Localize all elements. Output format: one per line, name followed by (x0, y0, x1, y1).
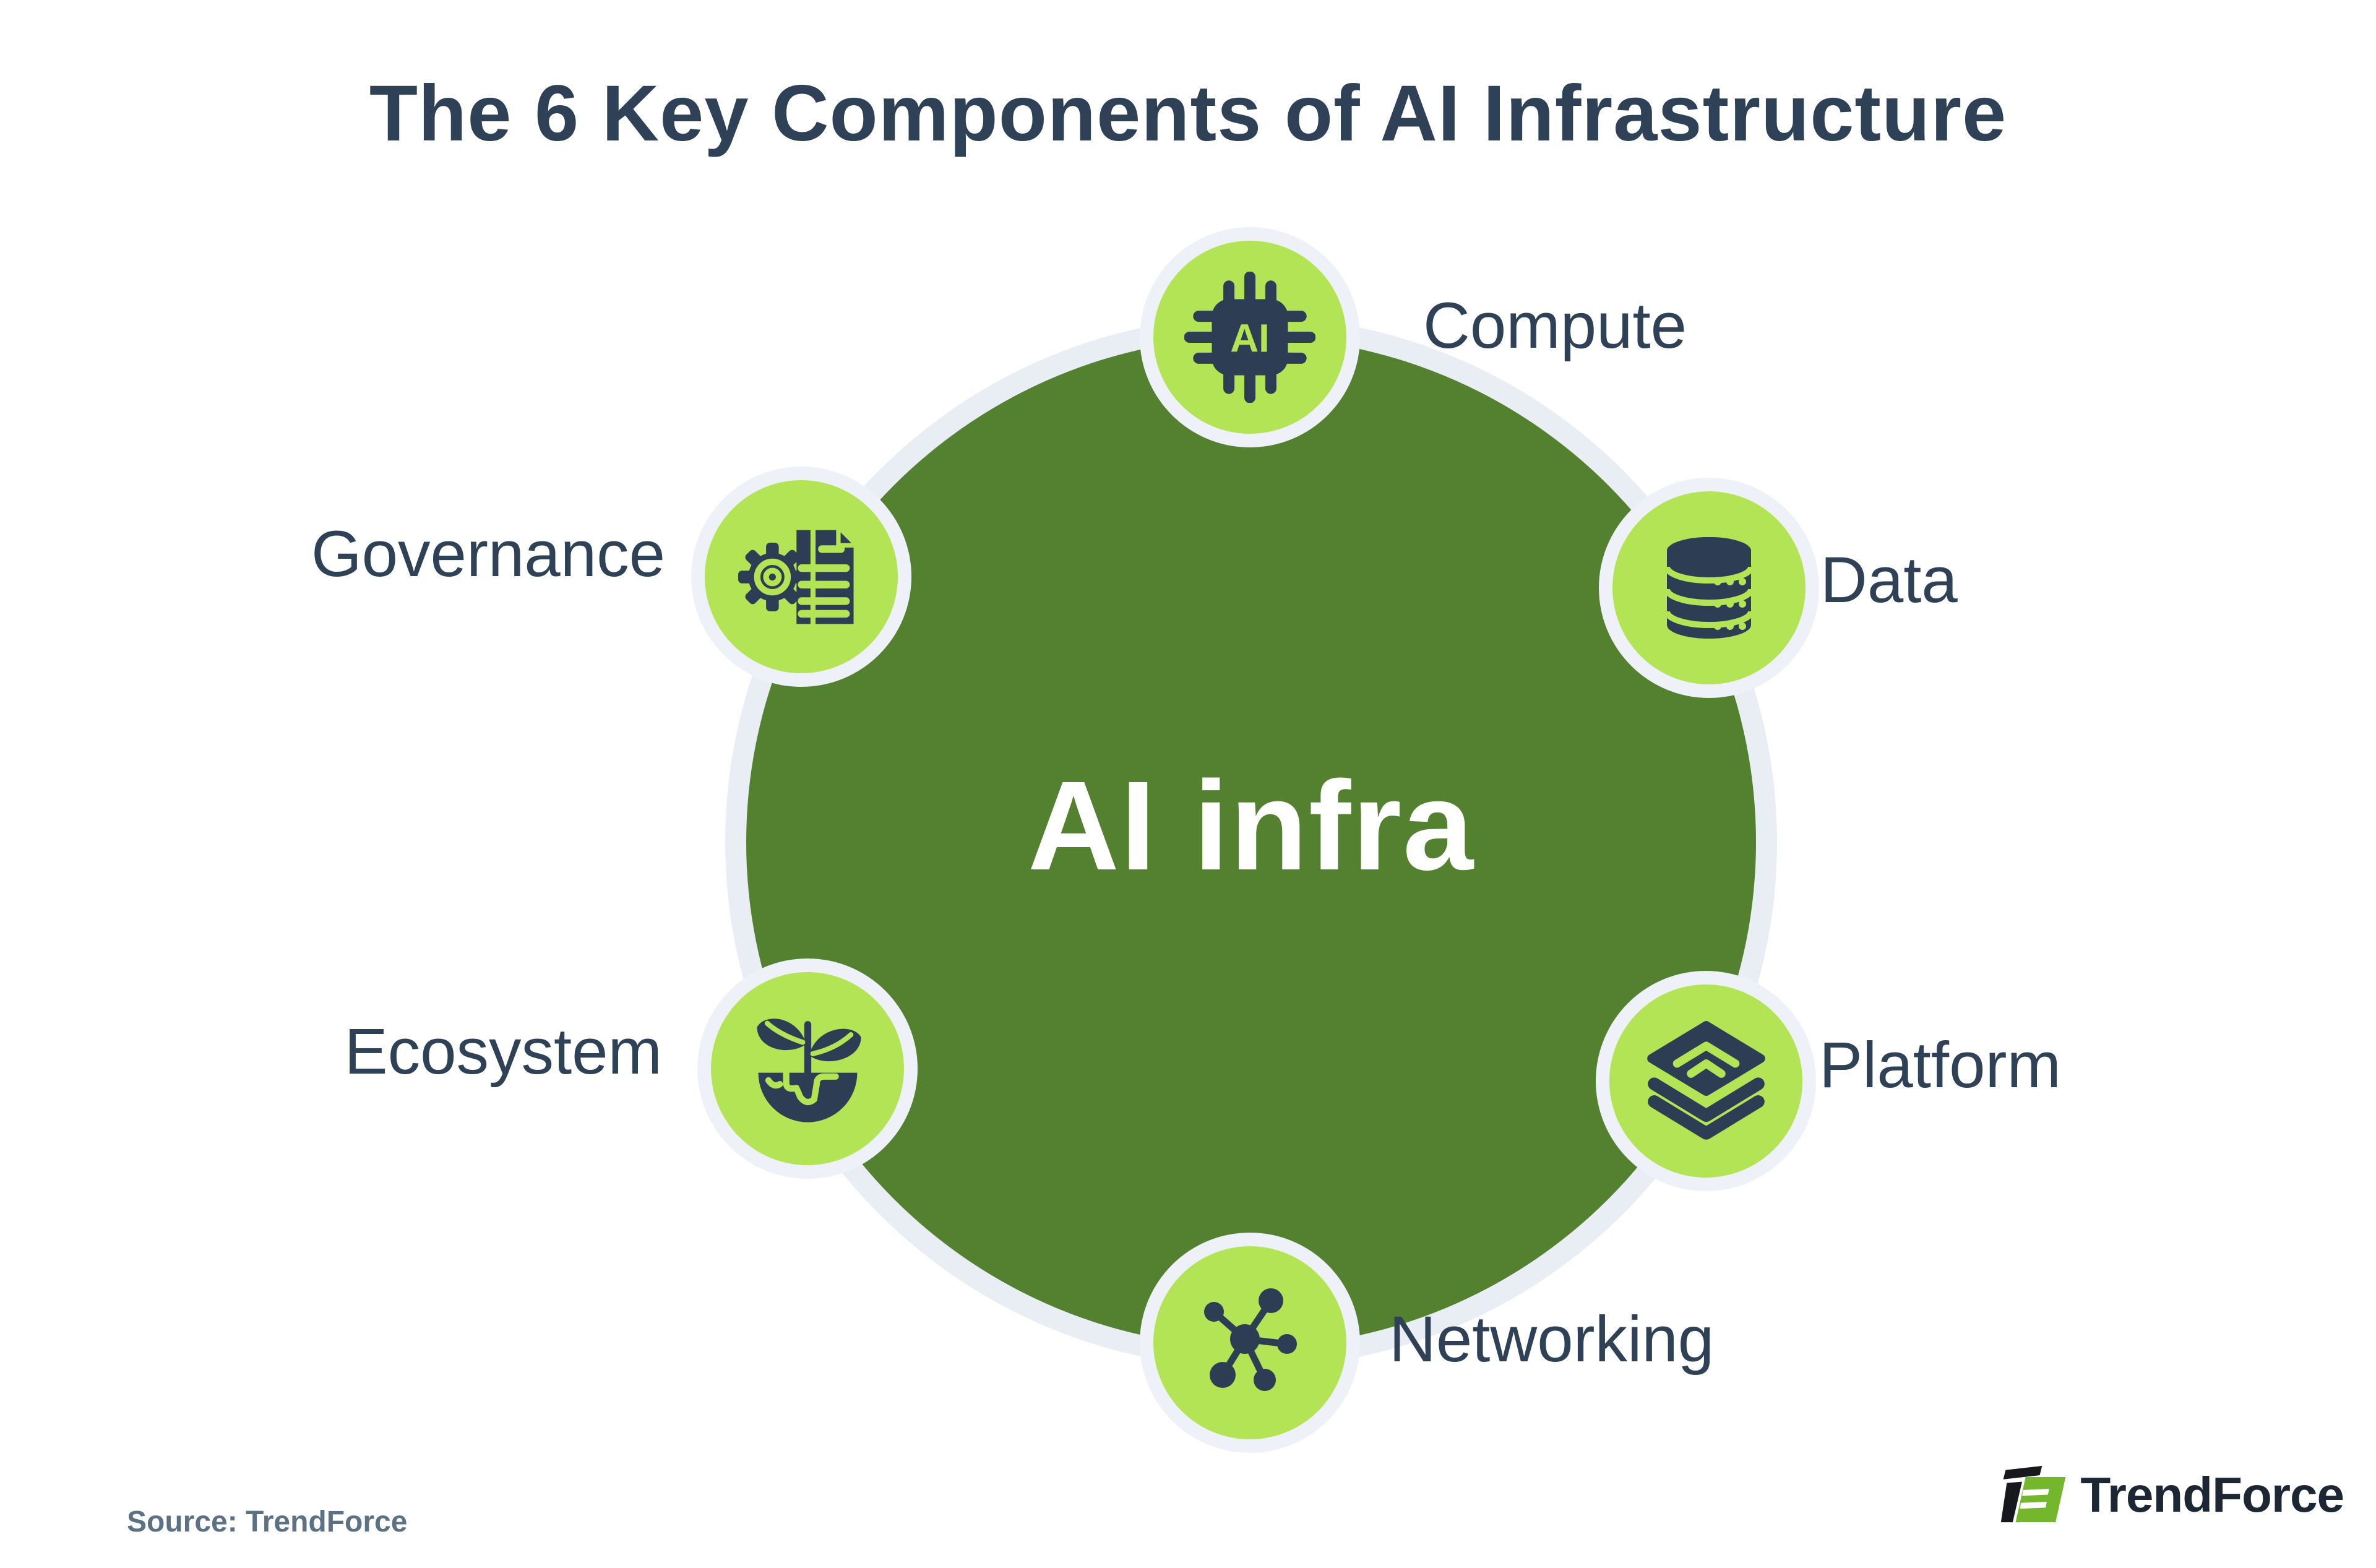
center-label: AI infra (1027, 755, 1475, 897)
component-circle-platform (1609, 984, 1802, 1178)
trendforce-logomark-icon (2001, 1465, 2066, 1523)
main-circle: AI infra (746, 337, 1756, 1347)
component-circle-governance (705, 480, 898, 673)
ai-chip-icon: AI (1184, 272, 1315, 403)
layers-icon (1646, 1020, 1765, 1140)
chip-ai-text: AI (1230, 316, 1270, 360)
brand-logo: TrendForce (1999, 1465, 2344, 1524)
component-circle-networking (1153, 1246, 1346, 1439)
source-note: Source: TrendForce (127, 1506, 408, 1538)
component-label-data: Data (1820, 544, 1958, 616)
component-label-governance: Governance (311, 518, 665, 590)
component-circle-data (1612, 491, 1806, 684)
component-circle-ecosystem (711, 972, 904, 1165)
component-label-networking: Networking (1389, 1303, 1715, 1376)
plant-globe-icon (757, 1018, 861, 1122)
gear-document-icon (738, 530, 854, 624)
database-icon (1664, 537, 1754, 639)
network-nodes-icon (1204, 1288, 1297, 1391)
component-label-compute: Compute (1423, 290, 1687, 362)
component-label-platform: Platform (1819, 1029, 2061, 1101)
component-circle-compute: AI (1153, 241, 1346, 434)
brand-name: TrendForce (2080, 1467, 2344, 1522)
component-label-ecosystem: Ecosystem (344, 1015, 662, 1088)
page-title: The 6 Key Components of AI Infrastructur… (369, 69, 2007, 158)
